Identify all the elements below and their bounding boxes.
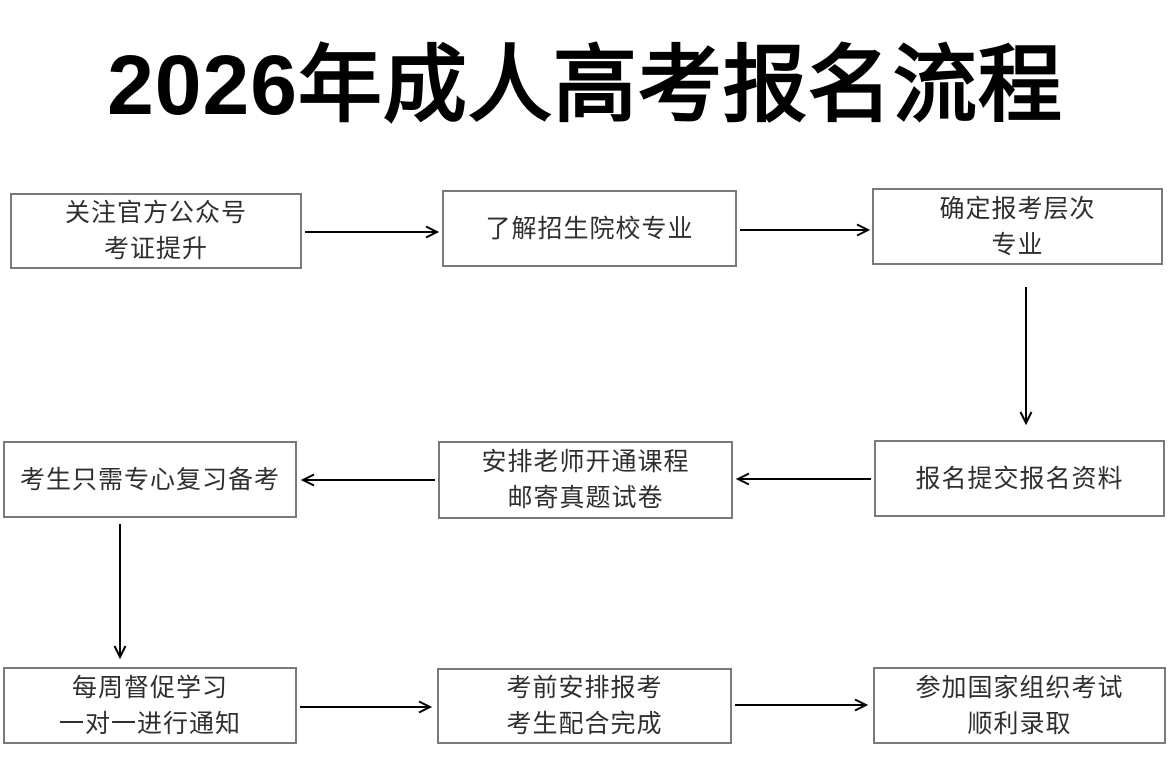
step-line: 考前安排报考 xyxy=(506,674,663,702)
step-line: 确定报考层次 xyxy=(939,194,1096,223)
flow-step-8: 考前安排报考 考生配合完成 xyxy=(437,668,732,744)
flow-step-4: 报名提交报名资料 xyxy=(874,440,1165,517)
flow-step-3: 确定报考层次 专业 xyxy=(872,188,1163,265)
step-line: 专业 xyxy=(991,230,1044,259)
page-title: 2026年成人高考报名流程 xyxy=(107,38,1063,132)
flow-step-6: 考生只需专心复习备考 xyxy=(3,441,297,518)
step-line: 关注官方公众号 xyxy=(64,199,247,227)
flow-step-1: 关注官方公众号 考证提升 xyxy=(10,193,302,269)
flow-step-9: 参加国家组织考试 顺利录取 xyxy=(873,667,1166,744)
step-line: 参加国家组织考试 xyxy=(915,673,1124,702)
step-line: 考生配合完成 xyxy=(506,710,663,738)
step-line: 安排老师开通课程 xyxy=(481,448,690,476)
flow-step-5: 安排老师开通课程 邮寄真题试卷 xyxy=(438,441,733,519)
flow-step-2: 了解招生院校专业 xyxy=(442,190,737,267)
step-line: 考生只需专心复习备考 xyxy=(19,465,280,494)
flow-step-7: 每周督促学习 一对一进行通知 xyxy=(3,667,297,744)
step-line: 考证提升 xyxy=(103,235,208,263)
step-line: 每周督促学习 xyxy=(71,673,228,702)
step-line: 顺利录取 xyxy=(967,709,1072,738)
step-line: 了解招生院校专业 xyxy=(485,214,694,243)
step-line: 报名提交报名资料 xyxy=(915,464,1124,493)
step-line: 一对一进行通知 xyxy=(58,709,241,738)
step-line: 邮寄真题试卷 xyxy=(507,484,664,512)
